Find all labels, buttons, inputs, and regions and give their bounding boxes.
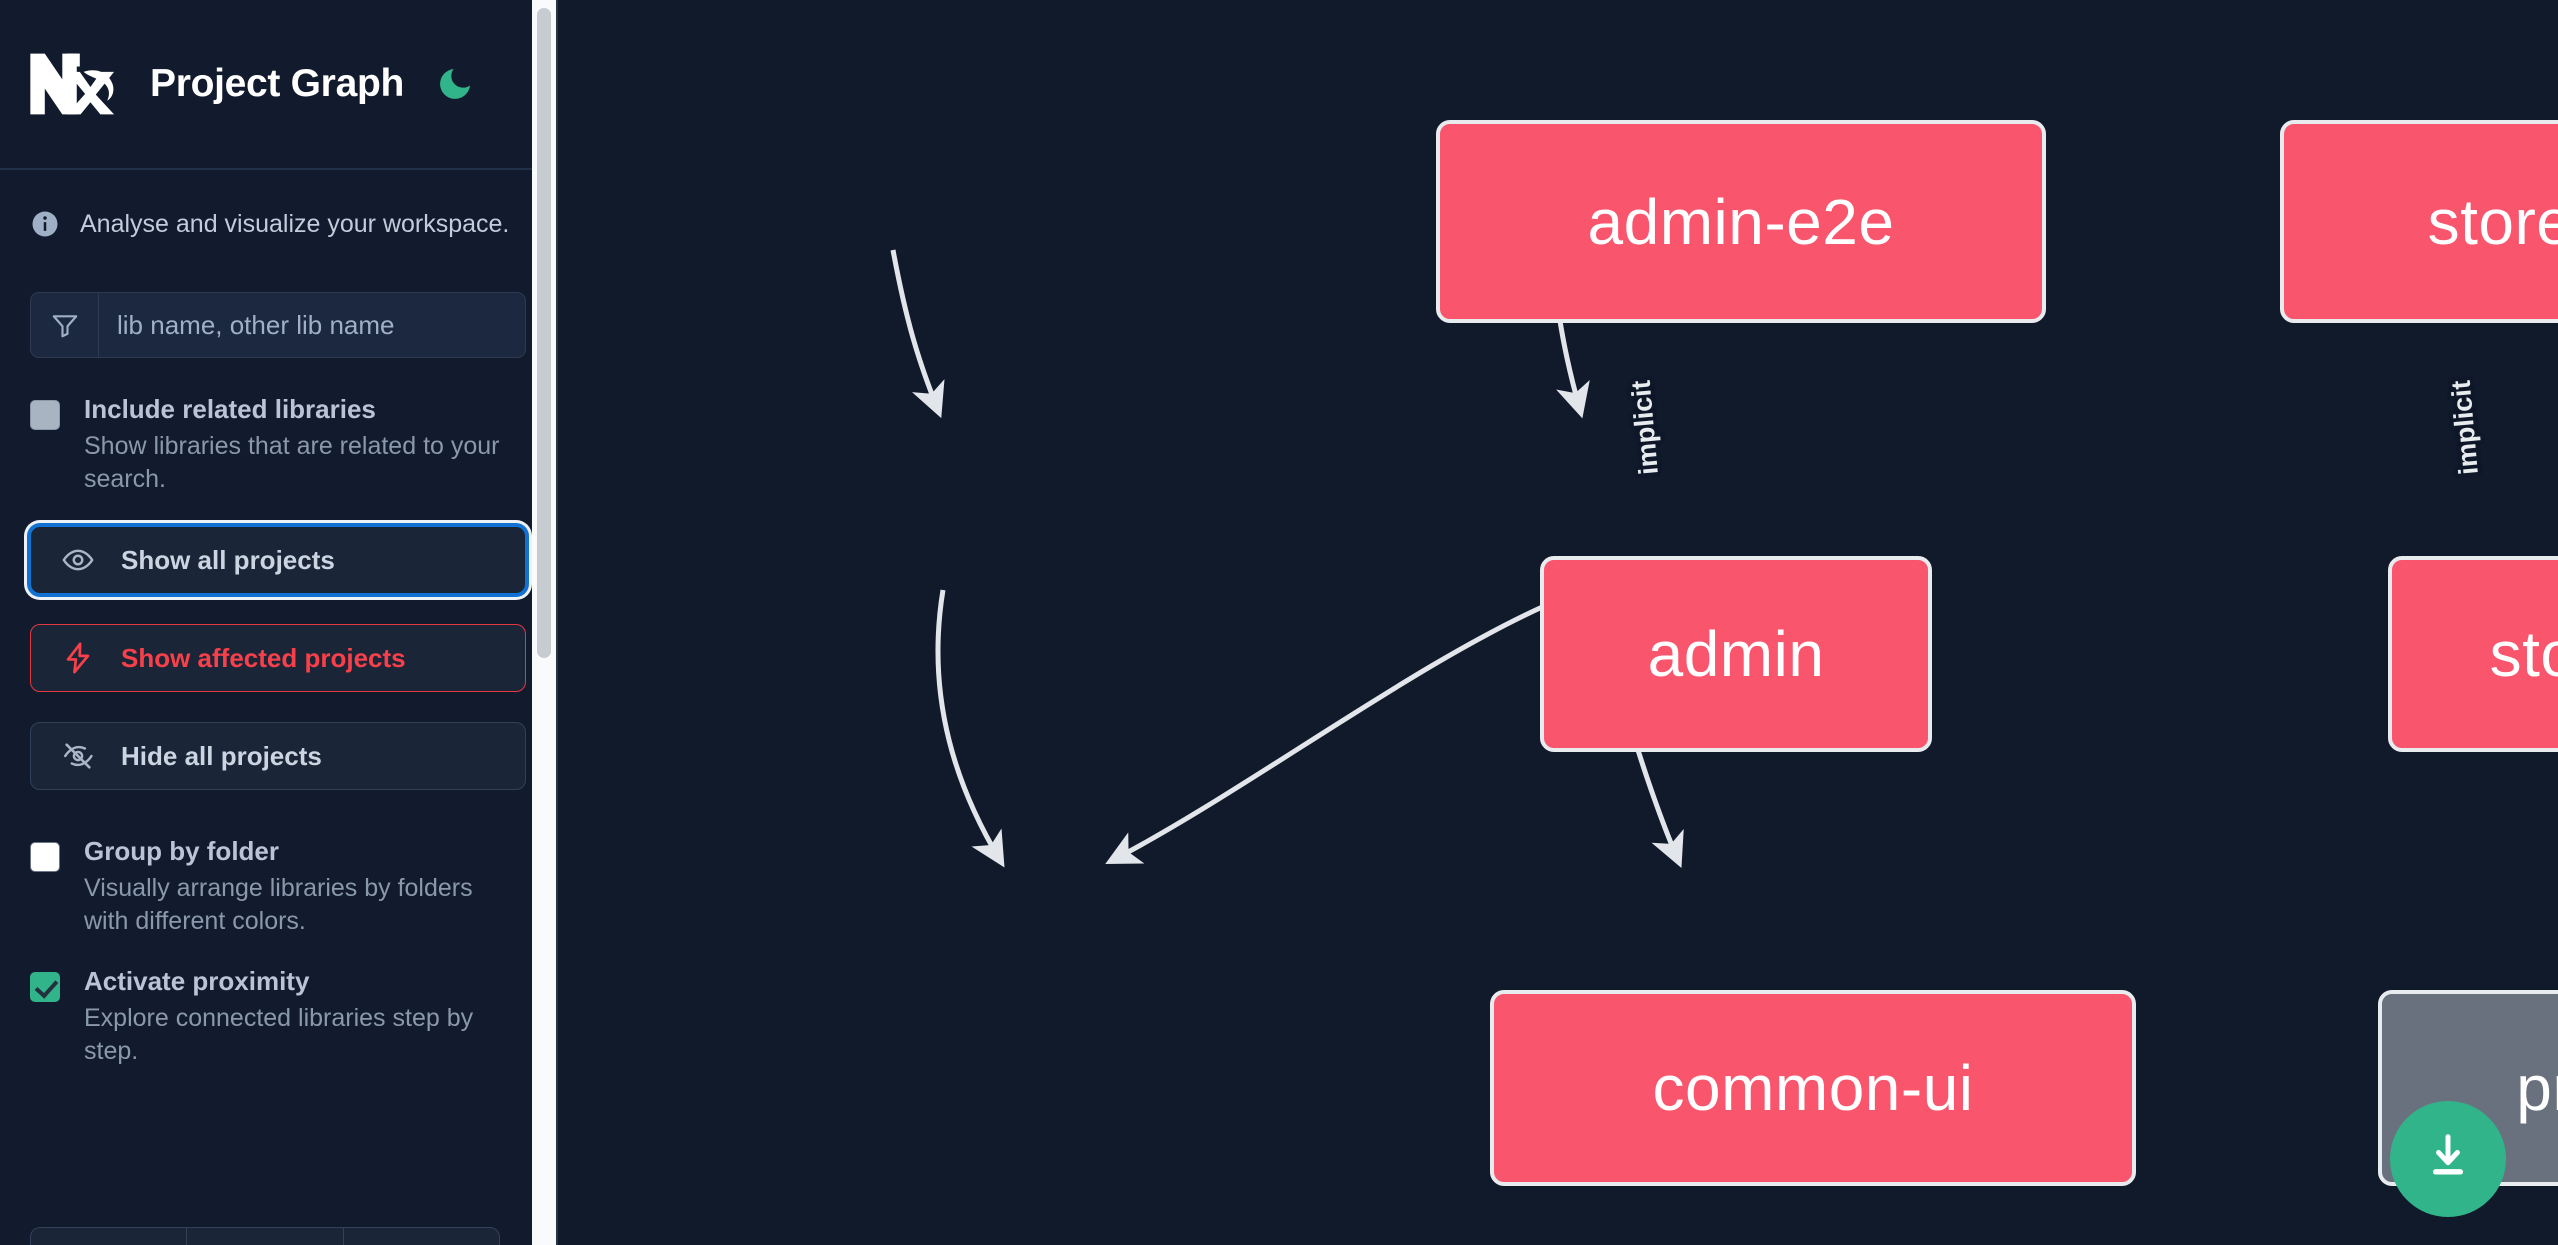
checkbox-row-include-related-libraries[interactable]: Include related libraries Show libraries… (30, 394, 526, 496)
sidebar-scrollbar[interactable] (532, 0, 556, 1245)
graph-node-store[interactable]: store (2388, 556, 2558, 752)
info-icon (30, 209, 60, 239)
moon-icon[interactable] (434, 63, 476, 105)
checkbox-text-include-related-libraries: Include related libraries Show libraries… (84, 394, 514, 496)
checkbox-label: Group by folder (84, 836, 279, 867)
node-label: common-ui (1652, 1052, 1974, 1124)
lightning-bolt-icon (61, 641, 95, 675)
hide-all-projects-button[interactable]: Hide all projects (30, 722, 526, 791)
page-title: Project Graph (150, 62, 404, 105)
download-button[interactable] (2390, 1101, 2506, 1217)
sidebar: Project Graph Analyse and visualize your… (0, 0, 558, 1245)
graph-node-common-ui[interactable]: common-ui (1490, 990, 2136, 1186)
checkbox-text-activate-proximity: Activate proximity Explore connected lib… (84, 966, 514, 1068)
workspace-info: Analyse and visualize your workspace. (30, 204, 526, 244)
graph-node-admin[interactable]: admin (1540, 556, 1932, 752)
graph-node-store-e2e[interactable]: store-e2e (2280, 120, 2558, 323)
edge-admin-e2e-to-admin (890, 249, 945, 419)
eye-off-icon (61, 739, 95, 773)
checkbox-row-activate-proximity[interactable]: Activate proximity Explore connected lib… (30, 966, 526, 1068)
nx-logo-icon (30, 49, 122, 119)
segment-option-2[interactable] (187, 1228, 344, 1245)
workspace-info-text: Analyse and visualize your workspace. (80, 209, 510, 238)
segment-option-3[interactable] (344, 1228, 499, 1245)
edge-admin-to-common-ui (935, 589, 1005, 868)
graph-node-admin-e2e[interactable]: admin-e2e (1436, 120, 2046, 323)
show-affected-projects-button[interactable]: Show affected projects (30, 624, 526, 693)
node-label: admin-e2e (1587, 185, 1895, 258)
hide-all-projects-label: Hide all projects (121, 740, 322, 771)
eye-icon (61, 543, 95, 577)
proximity-segmented-control[interactable] (30, 1227, 500, 1245)
segment-option-1[interactable] (31, 1228, 188, 1245)
sidebar-body: Analyse and visualize your workspace. In… (0, 204, 556, 1069)
node-label: store-e2e (2427, 185, 2558, 258)
sidebar-header: Project Graph (0, 0, 556, 170)
graph-canvas[interactable]: admin-e2e store-e2e admin store common-u… (558, 0, 2558, 1245)
checkbox-label: Include related libraries (84, 394, 376, 424)
node-label: store (2489, 618, 2558, 690)
checkbox-description: Explore connected libraries step by step… (84, 1004, 474, 1066)
download-icon (2421, 1130, 2475, 1189)
edge-store-to-common-ui (1105, 597, 1559, 865)
checkbox-label: Activate proximity (84, 966, 310, 997)
checkbox-row-group-by-folder[interactable]: Group by folder Visually arrange librari… (30, 836, 526, 938)
checkbox-activate-proximity[interactable] (30, 972, 60, 1003)
node-label: admin (1647, 618, 1825, 690)
show-affected-projects-label: Show affected projects (121, 642, 406, 673)
checkbox-text-group-by-folder: Group by folder Visually arrange librari… (84, 836, 514, 938)
filter-field[interactable] (30, 292, 526, 358)
checkbox-description: Visually arrange libraries by folders wi… (84, 873, 473, 936)
show-all-projects-button[interactable]: Show all projects (30, 526, 526, 595)
checkbox-group-by-folder[interactable] (30, 842, 60, 873)
sidebar-scrollbar-thumb[interactable] (537, 8, 551, 658)
node-label: products (2516, 1052, 2558, 1124)
checkbox-description: Show libraries that are related to your … (84, 431, 500, 493)
checkbox-include-related-libraries (30, 400, 60, 430)
search-input[interactable] (99, 293, 525, 357)
funnel-icon (31, 293, 99, 357)
show-all-projects-label: Show all projects (121, 544, 335, 575)
